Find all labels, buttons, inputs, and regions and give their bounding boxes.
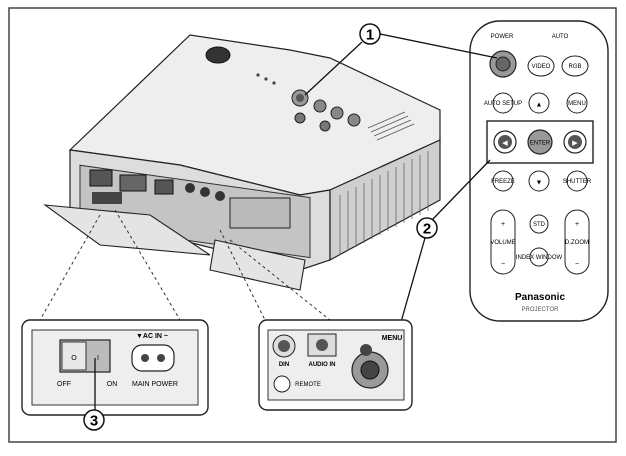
svg-text:STD: STD (533, 222, 546, 228)
ac-inlet-icon (131, 344, 175, 372)
remote-zoom-rocker[interactable]: + D.ZOOM − (564, 209, 590, 275)
svg-text:SHUTTER: SHUTTER (563, 179, 592, 185)
callout-3: 3 (83, 358, 105, 431)
indicator-leds (256, 73, 276, 85)
switch-on-mark: I (97, 355, 99, 362)
arrow-down-icon: ▼ (536, 180, 543, 187)
svg-text:INDEX WINDOW: INDEX WINDOW (516, 255, 563, 261)
main-power-label: MAIN POWER (132, 381, 178, 388)
remote-left-button[interactable]: ◀ (493, 130, 517, 154)
zoom-minus-label: − (575, 261, 579, 268)
control-detail-panel: DIN AUDIO IN MENU REMOTE (258, 319, 413, 411)
remote-model-label: PROJECTOR (522, 307, 560, 313)
volume-label: VOLUME (490, 240, 515, 246)
remote-enter-button[interactable]: ENTER (527, 129, 553, 155)
ac-in-label: ▼AC IN ~ (136, 333, 168, 340)
arrow-right-icon: ▶ (572, 140, 578, 147)
menu-label: MENU (382, 335, 403, 342)
svg-text:RGB: RGB (568, 64, 581, 70)
audio-in-label: AUDIO IN (309, 362, 336, 368)
cover-flap-right (209, 239, 306, 291)
projector-body (43, 34, 441, 291)
remote-rgb-button[interactable]: RGB (561, 55, 589, 77)
callout-1-number: 1 (366, 27, 374, 44)
remote-control: POWER AUTO VIDEO RGB AUTO SETUP MENU ▲ (469, 20, 609, 322)
remote-auto-setup-button[interactable]: AUTO SETUP (484, 92, 522, 114)
remote-video-button[interactable]: VIDEO (527, 55, 555, 77)
side-vents (339, 151, 429, 255)
zoom-plus-label: + (575, 221, 579, 228)
remote-menu-button[interactable]: MENU (566, 92, 588, 114)
remote-volume-rocker[interactable]: + VOLUME − (490, 209, 516, 275)
callout-1: 1 (304, 23, 498, 96)
cover-flap-left (43, 204, 211, 256)
callout-3-number: 3 (90, 413, 98, 430)
svg-text:FREEZE: FREEZE (491, 179, 515, 185)
remote-freeze-button[interactable]: FREEZE (491, 170, 515, 192)
top-vent (367, 111, 415, 141)
remote-std-button[interactable]: STD (529, 214, 549, 234)
main-power-switch[interactable]: O I (59, 339, 111, 373)
volume-minus-label: − (501, 261, 505, 268)
connector-panel (79, 164, 311, 259)
remote-auto-label: AUTO (552, 34, 569, 40)
remote-up-button[interactable]: ▲ (528, 92, 550, 114)
off-label: OFF (57, 381, 71, 388)
remote-down-button[interactable]: ▼ (528, 170, 550, 192)
svg-text:ENTER: ENTER (530, 141, 551, 147)
on-label: ON (107, 381, 118, 388)
remote-brand: Panasonic (515, 292, 565, 303)
remote-power-button[interactable] (489, 50, 517, 78)
audio-jack-icon (307, 333, 337, 357)
switch-off-mark: O (71, 355, 77, 362)
zoom-label: D.ZOOM (565, 240, 589, 246)
arrow-left-icon: ◀ (502, 140, 508, 147)
remote-index-window-button[interactable]: INDEX WINDOW (516, 247, 563, 267)
navigation-highlight-frame (486, 120, 594, 164)
remote-sensor-icon (273, 375, 291, 393)
main-power-detail-panel: O I OFF ON ▼AC IN ~ MAIN POWER (21, 319, 209, 416)
remote-right-button[interactable]: ▶ (563, 130, 587, 154)
remote-power-label: POWER (491, 34, 514, 40)
din-jack-icon (272, 334, 296, 358)
volume-plus-label: + (501, 221, 505, 228)
leader-lines (39, 209, 331, 321)
din-label: DIN (279, 362, 289, 368)
projector-top-buttons[interactable] (291, 89, 361, 132)
svg-text:AUTO SETUP: AUTO SETUP (484, 101, 522, 107)
remote-shutter-button[interactable]: SHUTTER (563, 170, 592, 192)
arrow-up-icon: ▲ (536, 102, 543, 109)
lens (205, 46, 231, 64)
remote-sensor-label: REMOTE (295, 382, 321, 388)
svg-text:MENU: MENU (568, 101, 586, 107)
menu-joystick[interactable] (351, 344, 389, 389)
svg-text:VIDEO: VIDEO (532, 64, 551, 70)
callout-2-number: 2 (423, 221, 431, 238)
